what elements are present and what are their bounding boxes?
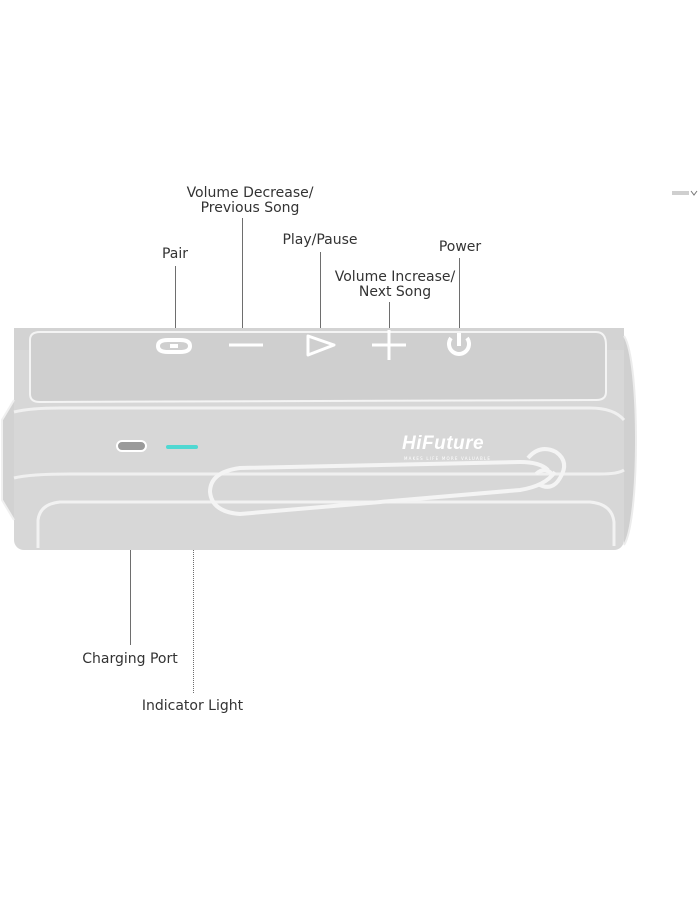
dropdown-chevron-icon — [672, 190, 698, 196]
label-play-pause: Play/Pause — [282, 232, 358, 248]
label-charging-port: Charging Port — [82, 651, 178, 667]
lanyard-icon — [207, 447, 567, 517]
label-volume-increase: Volume Increase/ Next Song — [334, 269, 456, 300]
label-power: Power — [438, 239, 482, 255]
leader-pair — [175, 266, 176, 330]
pair-icon — [155, 338, 193, 354]
label-indicator-light: Indicator Light — [141, 698, 244, 714]
panel-seam-bottom — [36, 500, 616, 548]
leader-volume-decrease — [242, 218, 243, 330]
panel-seam-middle — [13, 468, 625, 480]
panel-seam-top — [13, 406, 626, 422]
speaker-right-cap — [623, 335, 637, 546]
control-panel — [29, 331, 607, 404]
plus-icon — [372, 330, 406, 360]
leader-volume-increase — [389, 302, 390, 330]
power-icon — [447, 333, 471, 356]
play-icon — [306, 334, 336, 357]
label-pair: Pair — [161, 246, 189, 262]
usb-c-port-icon — [116, 440, 147, 452]
label-volume-decrease: Volume Decrease/ Previous Song — [186, 185, 314, 216]
indicator-light-icon — [166, 445, 198, 449]
speaker-left-cap — [1, 399, 15, 521]
leader-play-pause — [320, 252, 321, 330]
speaker-body — [1, 328, 637, 550]
leader-power — [459, 258, 460, 330]
hifuture-tagline: MAKES LIFE MORE VALUABLE — [404, 456, 492, 461]
hifuture-logo: HiFuture — [402, 433, 485, 454]
leader-indicator-light — [193, 450, 194, 693]
